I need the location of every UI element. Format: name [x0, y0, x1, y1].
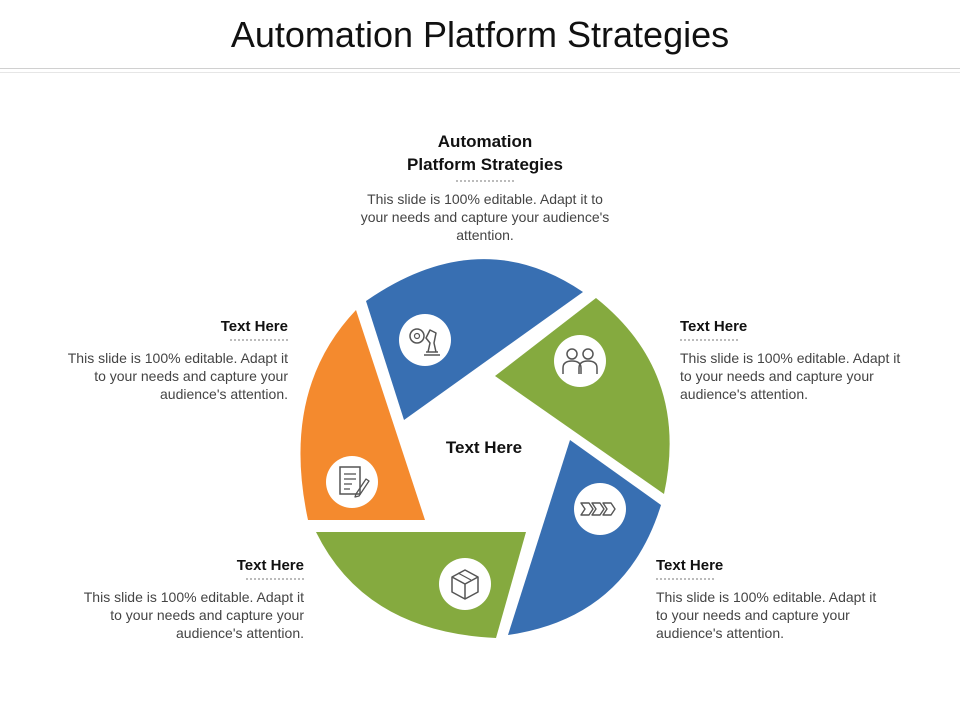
center-label: Text Here: [445, 438, 523, 457]
dotted-divider: [456, 180, 514, 182]
text-block-top-body: This slide is 100% editable. Adapt it to…: [360, 191, 610, 243]
dotted-divider: [680, 339, 738, 341]
dotted-divider: [656, 578, 714, 580]
text-block-left-upper-body: This slide is 100% editable. Adapt it to…: [67, 350, 288, 402]
document-pen-icon: [326, 456, 378, 508]
text-block-left-lower-heading: Text Here: [236, 557, 304, 574]
text-block-right-upper-body: This slide is 100% editable. Adapt it to…: [680, 350, 901, 402]
text-block-right-upper-heading: Text Here: [680, 318, 748, 335]
chevron-steps-icon: [574, 483, 626, 535]
strategy-gears-chess-icon: [399, 314, 451, 366]
text-block-right-upper: Text Here This slide is 100% editable. A…: [680, 318, 910, 403]
team-users-icon: [554, 335, 606, 387]
text-block-left-upper: Text Here This slide is 100% editable. A…: [58, 318, 288, 403]
segment-lower-right-blue[interactable]: [508, 440, 661, 635]
title-divider-secondary: [0, 72, 960, 73]
segment-bottom-green[interactable]: [316, 532, 526, 638]
text-block-left-lower: Text Here This slide is 100% editable. A…: [74, 557, 304, 642]
dotted-divider: [230, 339, 288, 341]
slide-title: Automation Platform Strategies: [230, 14, 730, 55]
text-block-right-lower-heading: Text Here: [656, 557, 724, 574]
package-box-icon: [439, 558, 491, 610]
dotted-divider: [246, 578, 304, 580]
text-block-right-lower-body: This slide is 100% editable. Adapt it to…: [656, 589, 877, 641]
segment-top-blue[interactable]: [366, 259, 583, 420]
segment-right-green[interactable]: [495, 298, 670, 494]
text-block-left-lower-body: This slide is 100% editable. Adapt it to…: [83, 589, 304, 641]
title-divider: [0, 68, 960, 69]
text-block-left-upper-heading: Text Here: [220, 318, 288, 335]
text-block-right-lower: Text Here This slide is 100% editable. A…: [656, 557, 886, 642]
